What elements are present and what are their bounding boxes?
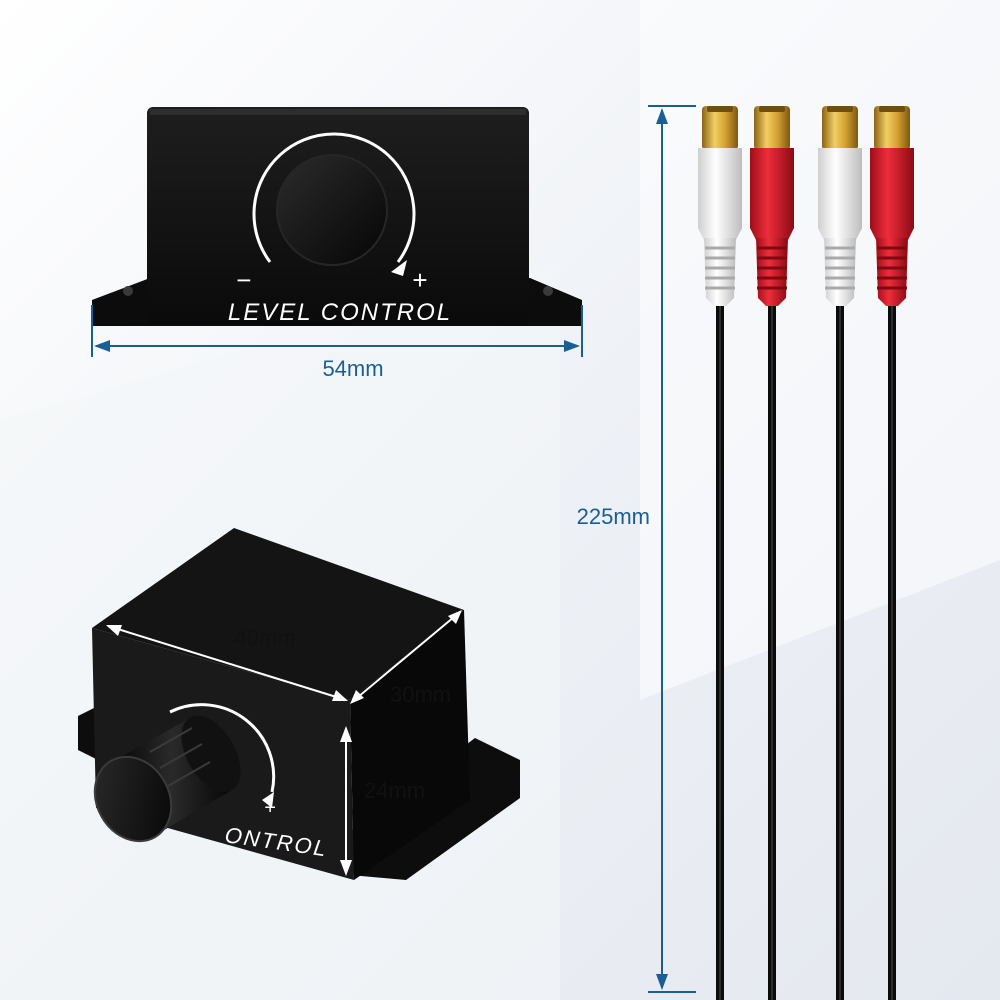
dimension-arrow [106, 625, 122, 636]
dial-arc [169, 703, 276, 793]
device-body-highlight [150, 109, 526, 115]
rca-plug-body [698, 148, 742, 240]
rca-cable-highlight [891, 300, 893, 1000]
rca-gold-tip [874, 106, 910, 150]
dimension-arrow [340, 860, 352, 876]
level-control-label: LEVEL CONTROL [228, 299, 452, 326]
dimension-arrow [94, 340, 110, 352]
length-dimension-label: 40mm [234, 625, 295, 650]
mounting-flange [78, 706, 98, 760]
knob-grip [149, 727, 193, 753]
cable-length-label: 225mm [577, 504, 650, 529]
knob-back [181, 715, 241, 793]
knob-grip [159, 743, 203, 769]
angled-dimensions: 40mm 30mm 24mm [106, 610, 462, 876]
rca-gold-tip [822, 106, 858, 150]
dimension-line [351, 611, 461, 703]
mounting-hole [123, 286, 133, 296]
device-top [92, 528, 464, 700]
mounting-hole [543, 286, 553, 296]
rca-cable-highlight [839, 300, 841, 1000]
rca-gold-tip-opening [759, 106, 785, 112]
rca-gold-tip-opening [827, 106, 853, 112]
rca-gold-tip [702, 106, 738, 150]
depth-dimension-label: 30mm [390, 682, 451, 707]
front-view-device: − + LEVEL CONTROL [92, 107, 582, 326]
rca-plug-body [750, 148, 794, 240]
knob-face-ring [93, 755, 173, 843]
dimension-line [107, 625, 347, 701]
dimension-arrow [656, 108, 668, 124]
rca-cable-highlight [719, 300, 721, 1000]
rca-gold-tip-opening [879, 106, 905, 112]
cable-length-dimension: 225mm [577, 105, 696, 993]
dial-arrow [262, 792, 274, 808]
rca-plug-body [870, 148, 914, 240]
dimension-arrow [564, 340, 580, 352]
width-dimension: 54mm [91, 305, 583, 381]
rca-cable-highlight [771, 300, 773, 1000]
knob [93, 715, 241, 843]
dimension-arrow [350, 690, 364, 704]
dial-arc [252, 132, 416, 263]
knob-face [94, 756, 172, 842]
dimension-arrow [340, 726, 352, 742]
dimension-arrow [332, 690, 348, 701]
rca-gold-tip-opening [707, 106, 733, 112]
plus-sign: + [264, 797, 278, 819]
knob-edge [276, 154, 388, 266]
knob [277, 155, 387, 265]
minus-sign: − [236, 265, 253, 295]
rca-cables [698, 106, 914, 1000]
knob-grip [167, 761, 211, 787]
rca-plug-body [818, 148, 862, 240]
width-dimension-label: 54mm [322, 356, 383, 381]
dimension-arrow [656, 974, 668, 990]
plus-sign: + [412, 265, 429, 295]
dial-arrow [391, 260, 407, 276]
dimension-arrow [448, 610, 462, 624]
rca-gold-tip [754, 106, 790, 150]
height-dimension-label: 24mm [364, 778, 425, 803]
